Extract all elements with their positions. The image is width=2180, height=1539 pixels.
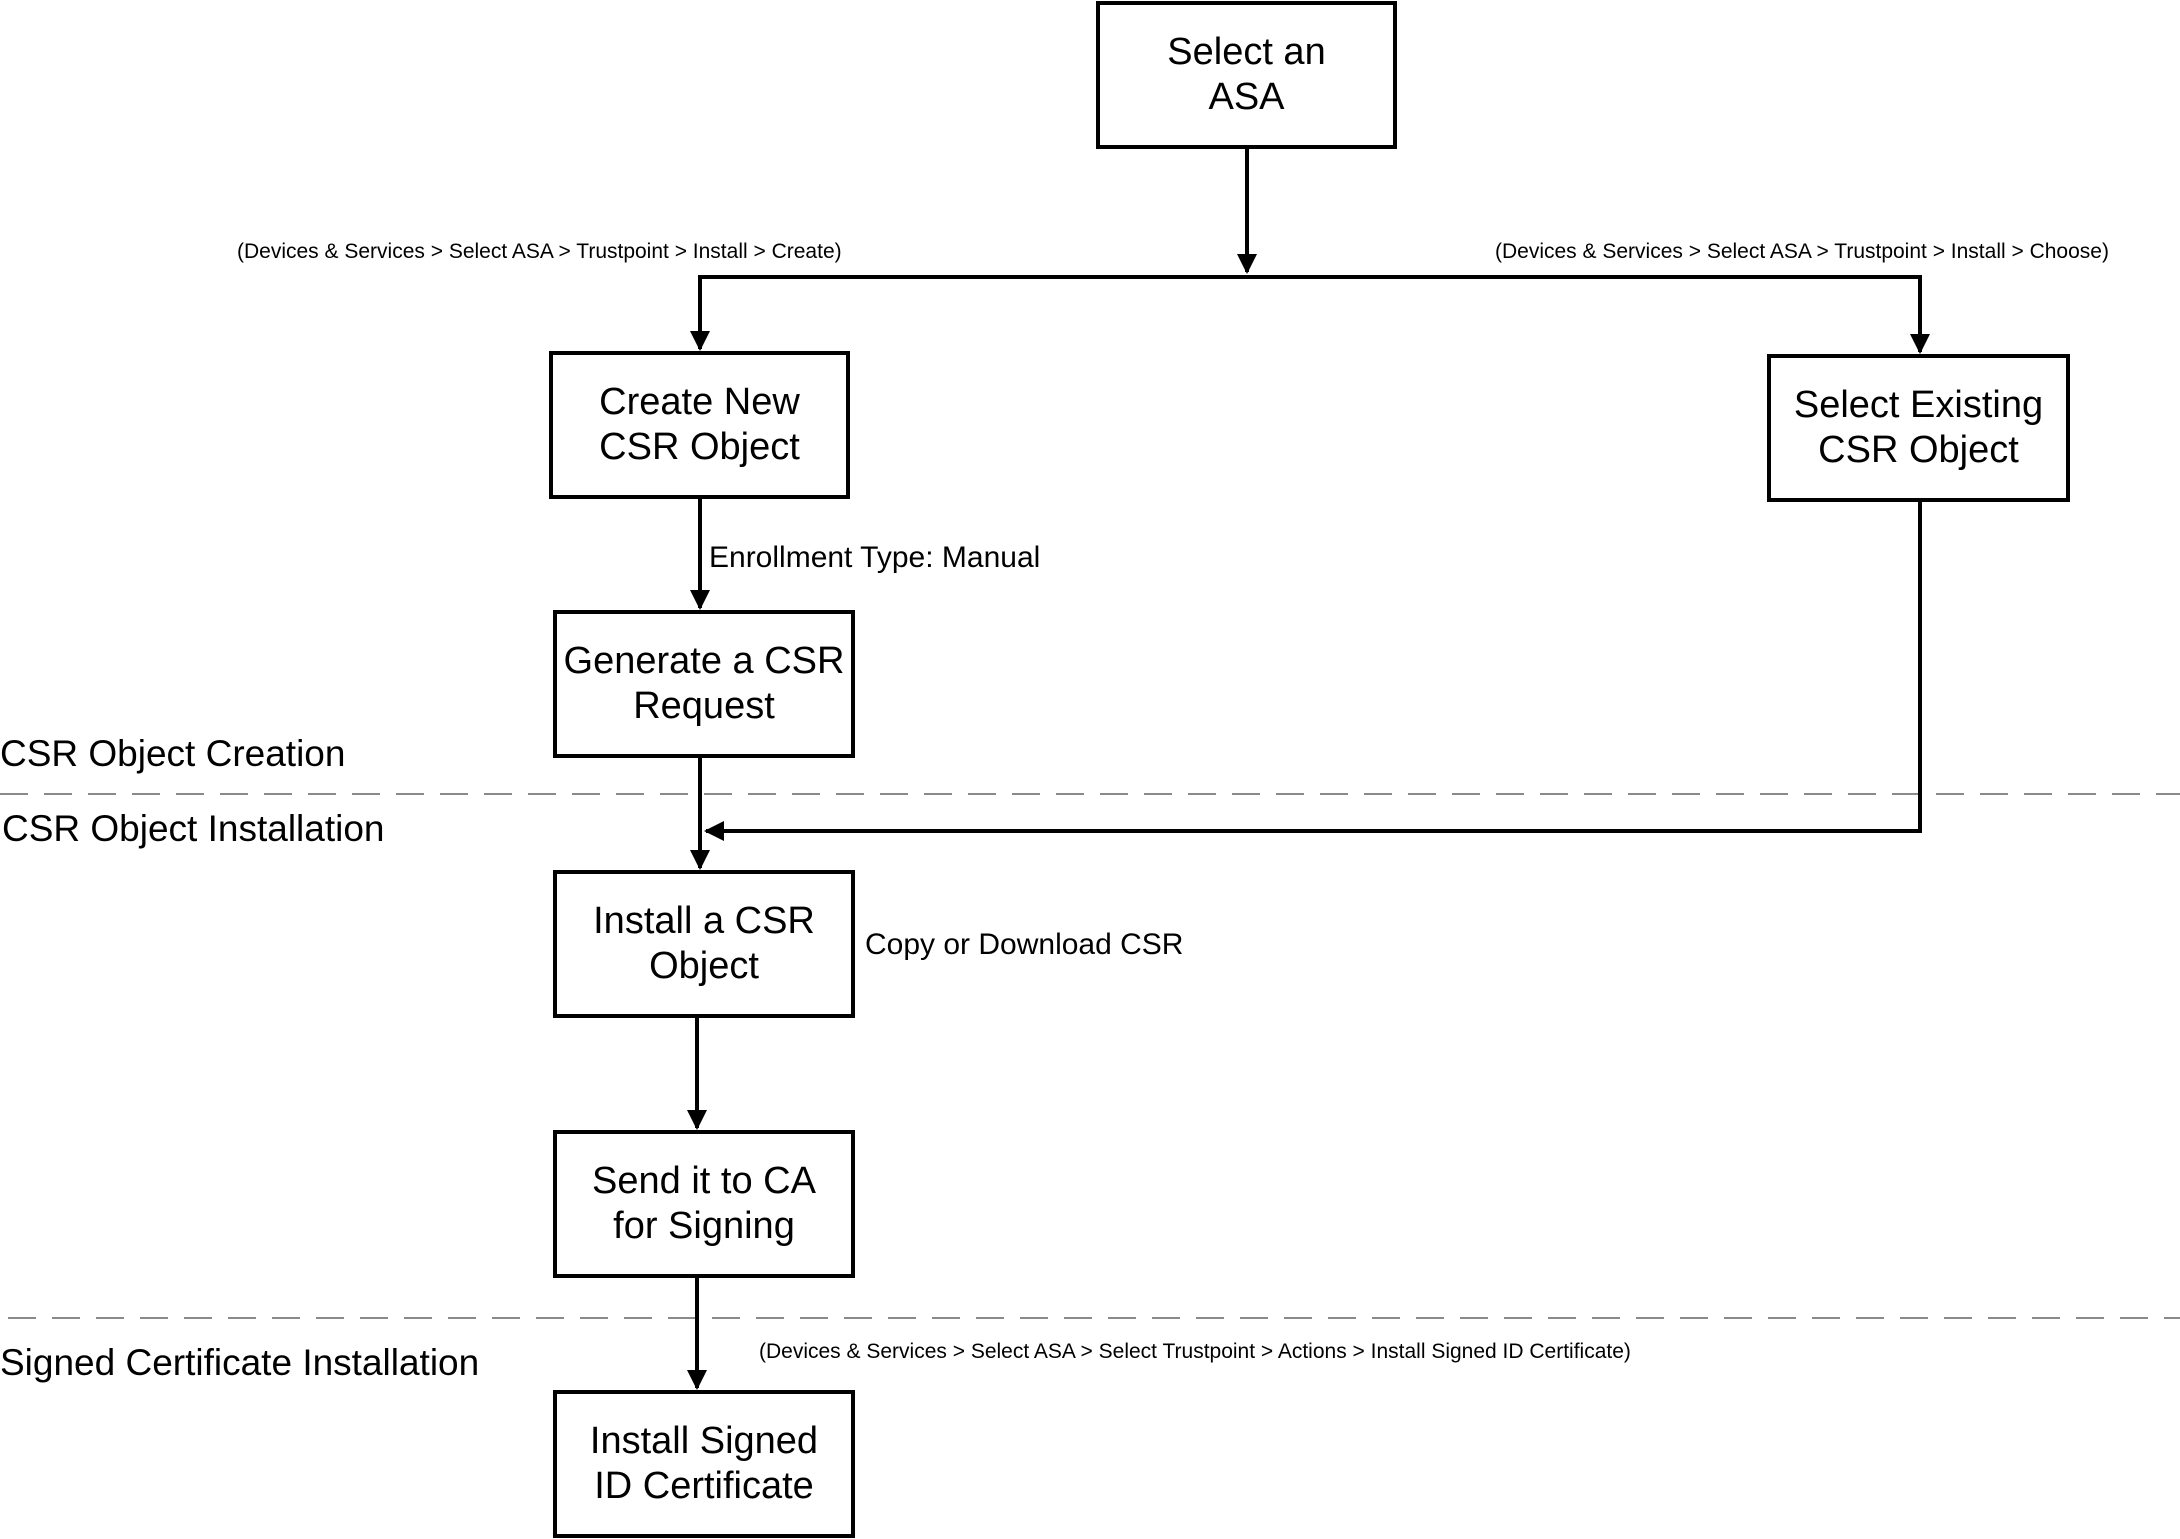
signed-path-label: (Devices & Services > Select ASA > Selec… xyxy=(759,1340,1631,1363)
section-label-csr-installation: CSR Object Installation xyxy=(2,808,385,849)
section-label-csr-creation: CSR Object Creation xyxy=(0,733,346,774)
create-new-csr-label: Create New CSR Object xyxy=(599,381,800,468)
select-existing-csr-label: Select Existing CSR Object xyxy=(1793,384,2044,471)
install-signed-certificate-box: Install Signed ID Certificate xyxy=(553,1390,855,1538)
send-to-ca-label: Send it to CA for Signing xyxy=(592,1160,816,1247)
arrow-existing-to-install xyxy=(704,500,1922,841)
select-asa-label: Select an ASA xyxy=(1167,31,1326,118)
install-csr-label: Install a CSR Object xyxy=(593,900,815,987)
copy-download-label: Copy or Download CSR xyxy=(865,928,1184,961)
create-new-csr-box: Create New CSR Object xyxy=(549,351,850,499)
select-asa-box: Select an ASA xyxy=(1096,1,1397,149)
generate-csr-box: Generate a CSR Request xyxy=(553,610,855,758)
choose-path-label: (Devices & Services > Select ASA > Trust… xyxy=(1495,240,2109,263)
select-existing-csr-box: Select Existing CSR Object xyxy=(1767,354,2070,502)
install-csr-box: Install a CSR Object xyxy=(553,870,855,1018)
create-path-label: (Devices & Services > Select ASA > Trust… xyxy=(237,240,842,263)
generate-csr-label: Generate a CSR Request xyxy=(563,640,845,727)
send-to-ca-box: Send it to CA for Signing xyxy=(553,1130,855,1278)
enrollment-type-label: Enrollment Type: Manual xyxy=(709,541,1041,574)
section-label-signed-installation: Signed Certificate Installation xyxy=(0,1342,480,1383)
install-signed-certificate-label: Install Signed ID Certificate xyxy=(589,1420,819,1507)
